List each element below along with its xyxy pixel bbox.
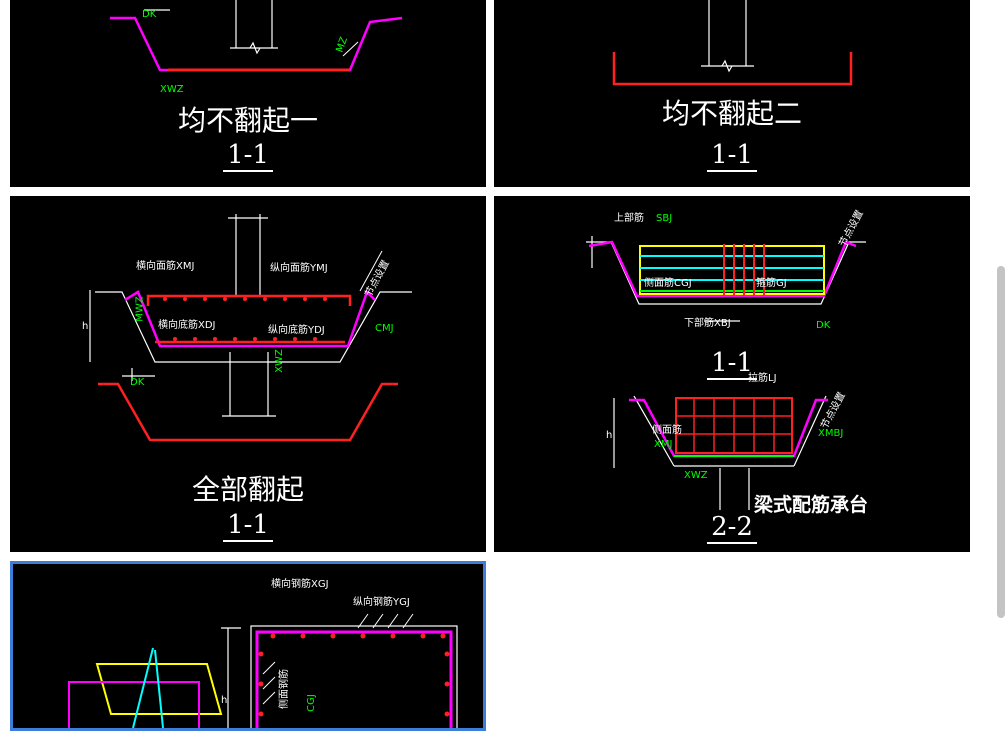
dk-label: DK [816, 320, 831, 331]
tile-title: 梁式配筋承台 [754, 494, 869, 516]
cgj-label: CGJ [305, 694, 317, 712]
foundation-drawing-2 [612, 0, 853, 86]
zong-mian-label: 纵向面筋YMJ [270, 263, 328, 274]
xwz-label: XWZ [273, 349, 285, 373]
heng-mian-label: 横向面筋XMJ [136, 261, 195, 272]
foundation-drawing-3 [89, 214, 412, 442]
tile-liang-shi-pei-jin-cheng-tai[interactable]: 上部筋 SBJ 侧面筋CGJ 箍筋GJ 下部筋XBJ DK 节点设置 1-1 拉… [494, 196, 970, 552]
tile-title: 均不翻起一 [177, 104, 318, 137]
sbj-label: SBJ [656, 213, 673, 224]
dk-label: DK [142, 9, 157, 20]
tile-title: 全部翻起 [191, 473, 304, 506]
tile-selected[interactable]: 横向钢筋XGJ 纵向钢筋YGJ h 侧面钢筋 CGJ [10, 561, 486, 731]
foundation-drawing-1 [110, 0, 403, 72]
section-label: 1-1 [10, 510, 486, 542]
h-label: h [221, 695, 228, 706]
zong-label: 纵向钢筋YGJ [353, 597, 410, 608]
ce-label: 侧面钢筋 [279, 669, 290, 709]
ce2-label: 侧面筋 [652, 425, 682, 436]
tile-jun-bu-fan-qi-1[interactable]: DK XWZ MZ 均不翻起一 1-1 [10, 0, 486, 187]
xwz-label: XWZ [160, 84, 184, 95]
tile-quan-bu-fan-qi[interactable]: 横向面筋XMJ 纵向面筋YMJ 横向底筋XDJ 纵向底筋YDJ CMJ DK h… [10, 196, 486, 552]
dk-label: DK [130, 377, 145, 388]
section-label: 1-1 [10, 140, 486, 172]
xwz-label: XWZ [684, 470, 708, 481]
section-label-a: 1-1 [494, 348, 970, 380]
heng-label: 横向钢筋XGJ [271, 579, 329, 590]
zong-di-label: 纵向底筋YDJ [268, 325, 325, 336]
tile-jun-bu-fan-qi-2[interactable]: 均不翻起二 1-1 [494, 0, 970, 187]
h-label: h [606, 430, 613, 441]
ce-label: 侧面筋CGJ [644, 278, 692, 289]
xia-label: 下部筋XBJ [684, 318, 731, 329]
heng-di-label: 横向底筋XDJ [158, 320, 216, 331]
cmj-label: CMJ [375, 323, 394, 334]
tile-title: 均不翻起二 [661, 97, 802, 130]
shang-label: 上部筋 [614, 213, 644, 224]
vertical-scrollbar[interactable] [997, 266, 1005, 618]
h-label: h [82, 321, 89, 332]
xmbj-label: XMBJ [818, 428, 844, 439]
gj-label: 箍筋GJ [756, 278, 787, 289]
xmj-label: XMJ [654, 439, 673, 450]
mwz-label: MWZ [134, 296, 146, 322]
foundation-drawing-5 [68, 613, 458, 728]
la-label: 拉筋LJ [748, 373, 777, 384]
section-label-b: 2-2 [494, 512, 970, 544]
section-label: 1-1 [494, 140, 970, 172]
foundation-drawing-4 [586, 236, 866, 510]
